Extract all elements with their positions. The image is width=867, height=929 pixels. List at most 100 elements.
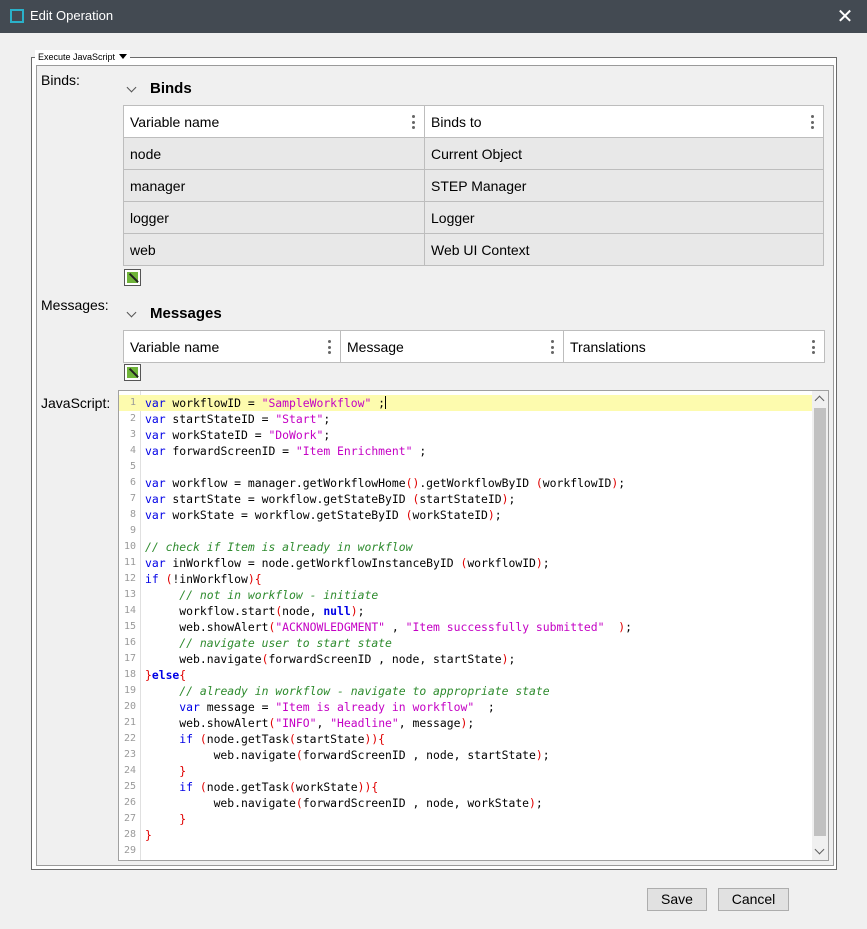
code-text: web.navigate(forwardScreenID , node, sta… xyxy=(145,748,550,762)
code-line[interactable]: 20 var message = "Item is already in wor… xyxy=(119,699,813,715)
line-number: 20 xyxy=(123,701,136,712)
line-number: 29 xyxy=(123,845,136,856)
table-cell[interactable]: STEP Manager xyxy=(424,169,824,202)
messages-col-message[interactable]: Message xyxy=(340,330,564,363)
line-number: 10 xyxy=(123,541,136,552)
close-button[interactable]: ✕ xyxy=(836,4,854,28)
table-row[interactable]: web Web UI Context xyxy=(123,233,824,266)
table-row[interactable]: manager STEP Manager xyxy=(123,169,824,202)
code-text: web.showAlert("ACKNOWLEDGMENT" , "Item s… xyxy=(145,620,632,634)
messages-section-header[interactable]: Messages xyxy=(126,305,222,322)
code-line[interactable]: 16 // navigate user to start state xyxy=(119,635,813,651)
binds-col-variable-name[interactable]: Variable name xyxy=(123,105,425,138)
code-text: var message = "Item is already in workfl… xyxy=(179,700,495,714)
code-text: web.navigate(forwardScreenID , node, sta… xyxy=(145,652,516,666)
code-line[interactable]: 5 xyxy=(119,459,813,475)
code-line[interactable]: 27 } xyxy=(119,811,813,827)
code-text: var startStateID = "Start"; xyxy=(145,412,331,426)
line-number: 21 xyxy=(123,717,136,728)
code-text: web.showAlert("INFO", "Headline", messag… xyxy=(145,716,475,730)
table-cell[interactable]: Logger xyxy=(424,201,824,234)
line-number: 13 xyxy=(123,589,136,600)
code-line[interactable]: 14 workflow.start(node, null); xyxy=(119,603,813,619)
line-number: 15 xyxy=(123,621,136,632)
line-number: 27 xyxy=(123,813,136,824)
code-text: // already in workflow - navigate to app… xyxy=(179,684,550,698)
table-cell[interactable]: web xyxy=(123,233,425,266)
code-line[interactable]: 10// check if Item is already in workflo… xyxy=(119,539,813,555)
code-text: var forwardScreenID = "Item Enrichment" … xyxy=(145,444,427,458)
panel-legend[interactable]: Execute JavaScript xyxy=(35,50,131,64)
code-line[interactable]: 23 web.navigate(forwardScreenID , node, … xyxy=(119,747,813,763)
code-line[interactable]: 24 } xyxy=(119,763,813,779)
code-line[interactable]: 17 web.navigate(forwardScreenID , node, … xyxy=(119,651,813,667)
code-text: if (node.getTask(startState)){ xyxy=(179,732,386,746)
code-line[interactable]: 26 web.navigate(forwardScreenID , node, … xyxy=(119,795,813,811)
cancel-button[interactable]: Cancel xyxy=(718,888,789,911)
messages-section-title: Messages xyxy=(150,305,222,322)
line-number: 16 xyxy=(123,637,136,648)
vertical-scrollbar[interactable] xyxy=(812,391,828,860)
scroll-down-icon[interactable] xyxy=(814,844,825,855)
kebab-icon[interactable] xyxy=(812,340,815,354)
code-line[interactable]: 18}else{ xyxy=(119,667,813,683)
binds-table: Variable name Binds to node Current Obje… xyxy=(123,105,824,266)
add-bind-icon[interactable] xyxy=(124,269,141,286)
kebab-icon[interactable] xyxy=(551,340,554,354)
table-row[interactable]: node Current Object xyxy=(123,137,824,170)
add-message-icon[interactable] xyxy=(124,364,141,381)
line-number: 6 xyxy=(129,477,136,488)
line-number: 5 xyxy=(129,461,136,472)
code-line[interactable]: 21 web.showAlert("INFO", "Headline", mes… xyxy=(119,715,813,731)
code-line[interactable]: 22 if (node.getTask(startState)){ xyxy=(119,731,813,747)
kebab-icon[interactable] xyxy=(328,340,331,354)
messages-col-translations[interactable]: Translations xyxy=(563,330,825,363)
code-text: var workflow = manager.getWorkflowHome()… xyxy=(145,476,626,490)
table-cell[interactable]: manager xyxy=(123,169,425,202)
app-window-icon xyxy=(10,9,24,23)
scrollbar-thumb[interactable] xyxy=(814,408,826,836)
messages-table: Variable name Message Translations xyxy=(123,330,825,363)
code-line[interactable]: 6 var workflow = manager.getWorkflowHome(… xyxy=(119,475,813,491)
code-line[interactable]: 28} xyxy=(119,827,813,843)
code-text: web.navigate(forwardScreenID , node, wor… xyxy=(145,796,543,810)
code-line[interactable]: 15 web.showAlert("ACKNOWLEDGMENT" , "Ite… xyxy=(119,619,813,635)
code-text: var workState = workflow.getStateByID (w… xyxy=(145,508,502,522)
table-cell[interactable]: node xyxy=(123,137,425,170)
table-cell[interactable]: Current Object xyxy=(424,137,824,170)
binds-row-label: Binds: xyxy=(41,72,80,88)
column-header-label: Binds to xyxy=(431,113,482,130)
save-button[interactable]: Save xyxy=(647,888,707,911)
binds-section-header[interactable]: Binds xyxy=(126,80,192,97)
table-cell[interactable]: logger xyxy=(123,201,425,234)
kebab-icon[interactable] xyxy=(811,115,814,129)
binds-col-binds-to[interactable]: Binds to xyxy=(424,105,824,138)
kebab-icon[interactable] xyxy=(412,115,415,129)
code-line[interactable]: 25 if (node.getTask(workState)){ xyxy=(119,779,813,795)
table-row[interactable]: logger Logger xyxy=(123,201,824,234)
table-cell[interactable]: Web UI Context xyxy=(424,233,824,266)
code-line[interactable]: 19 // already in workflow - navigate to … xyxy=(119,683,813,699)
code-line[interactable]: 13 // not in workflow - initiate xyxy=(119,587,813,603)
line-number: 1 xyxy=(129,397,136,408)
code-line[interactable]: 29 xyxy=(119,843,813,859)
code-text: workflow.start(node, null); xyxy=(145,604,365,618)
code-line[interactable]: 9 xyxy=(119,523,813,539)
column-header-label: Variable name xyxy=(130,113,220,130)
column-header-label: Translations xyxy=(570,338,646,355)
caret-down-icon[interactable] xyxy=(119,54,128,59)
code-text: if (node.getTask(workState)){ xyxy=(179,780,379,794)
messages-col-variable-name[interactable]: Variable name xyxy=(123,330,341,363)
line-number-gutter xyxy=(119,391,141,860)
code-text: } xyxy=(145,828,152,842)
scroll-up-icon[interactable] xyxy=(814,395,825,406)
